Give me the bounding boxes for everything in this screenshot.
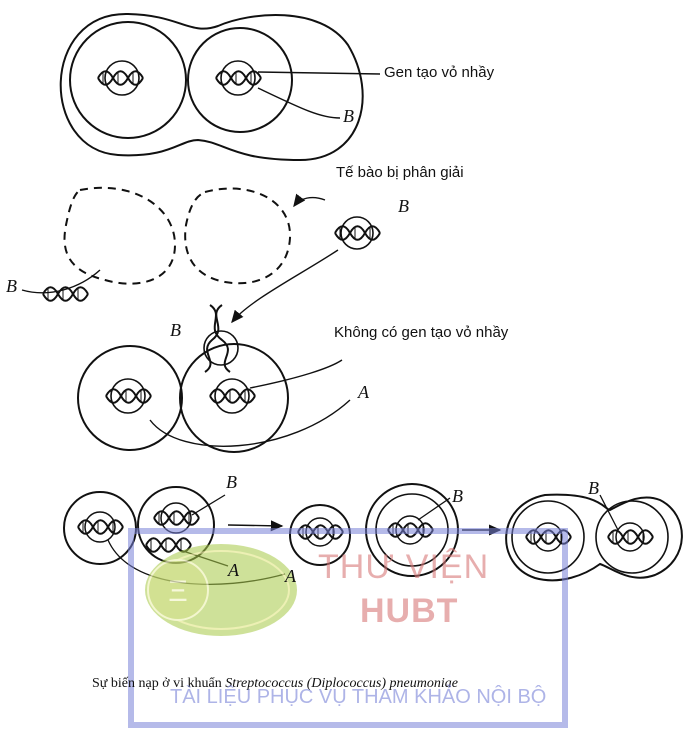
svg-text:Ξ: Ξ	[168, 575, 188, 608]
watermark-notice: TÀI LIỆU PHỤC VỤ THAM KHẢO NỘI BỘ	[170, 686, 547, 708]
gene-a-letter: A	[358, 382, 369, 402]
no-capsule-gene-label: Không có gen tạo vỏ nhầy	[334, 324, 509, 341]
library-logo: Ξ	[145, 544, 297, 636]
capsule-gene-label: Gen tạo vỏ nhầy	[384, 64, 495, 81]
watermark-frame	[128, 528, 568, 728]
figure-caption: Sự biến nạp ở vi khuẩn Streptococcus (Di…	[92, 676, 458, 692]
encapsulated-diplococcus	[59, 12, 381, 162]
gene-b-letter: B	[6, 276, 17, 296]
gene-b-letter: B	[226, 472, 237, 492]
gene-b-letter: B	[452, 486, 463, 506]
caption-prefix: Sự biến nạp ở vi khuẩn	[92, 676, 226, 691]
gene-b-letter: B	[398, 196, 409, 216]
gene-b-letter: B	[343, 106, 354, 126]
caption-species: Streptococcus (Diplococcus) pneumoniae	[225, 676, 458, 691]
gene-b-letter: B	[170, 320, 181, 340]
watermark-library-title: THƯ VIỆN	[318, 548, 490, 586]
recipient-diplococcus	[77, 304, 351, 453]
gene-b-letter: B	[588, 478, 599, 498]
lysed-cell-label: Tế bào bị phân giải	[336, 164, 464, 181]
watermark-library-name: HUBT	[360, 592, 459, 630]
lysed-cells	[21, 186, 381, 324]
gene-a-letter: A	[285, 566, 296, 586]
gene-a-letter: A	[228, 560, 239, 580]
